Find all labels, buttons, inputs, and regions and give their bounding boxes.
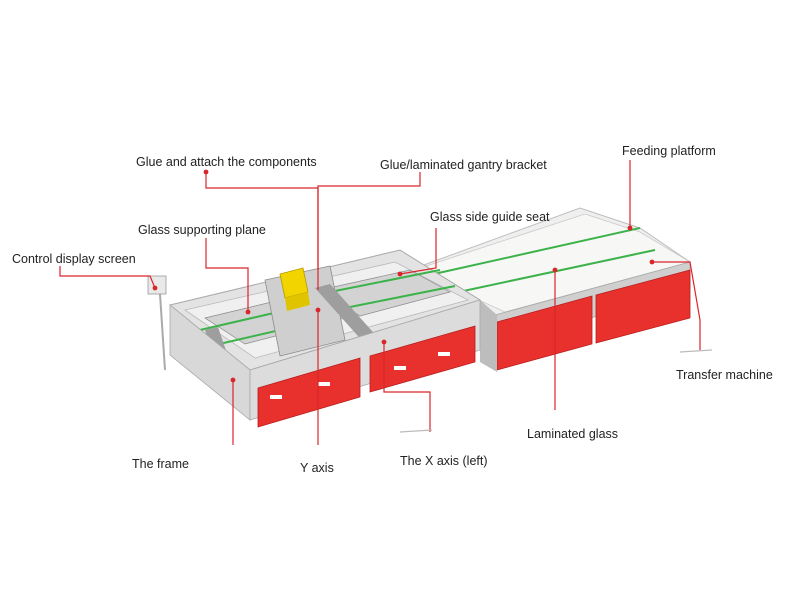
label-y-axis: Y axis [300, 461, 334, 475]
label-control-screen: Control display screen [12, 252, 136, 266]
label-gantry-bracket: Glue/laminated gantry bracket [380, 158, 547, 172]
label-supporting-plane: Glass supporting plane [138, 223, 266, 237]
label-feeding-platform: Feeding platform [622, 144, 716, 158]
leader-lines [59, 160, 713, 445]
feeding-table [408, 186, 692, 372]
label-transfer-machine: Transfer machine [676, 368, 773, 382]
label-x-axis-left: The X axis (left) [400, 454, 488, 468]
label-laminated-glass: Laminated glass [527, 427, 619, 441]
label-glue-attach: Glue and attach the components [136, 155, 317, 169]
label-side-guide-seat: Glass side guide seat [430, 210, 550, 224]
laminating-table [147, 249, 482, 428]
label-the-frame: The frame [132, 457, 189, 471]
